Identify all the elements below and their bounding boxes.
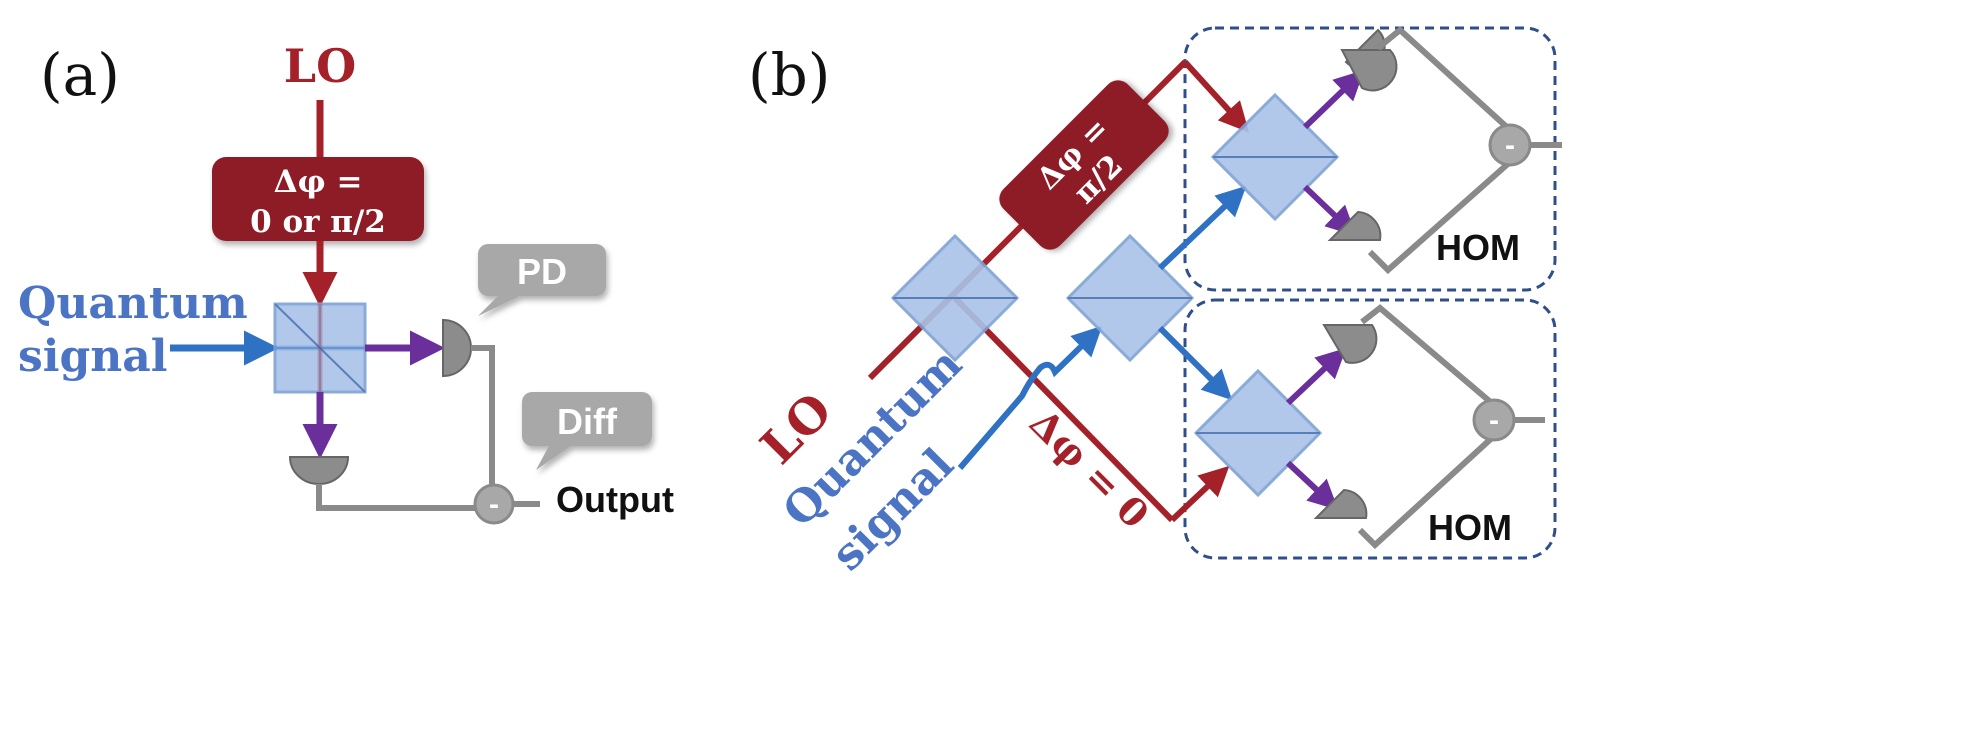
wire-bottom-a [316, 484, 475, 511]
panel-a: (a) LO Δφ = 0 or π/2 Quantum signal [18, 39, 674, 525]
diff-callout-text: Diff [557, 401, 618, 442]
lo-beam-b-down [952, 295, 1175, 523]
hom-label-bottom: HOM [1428, 507, 1512, 548]
detector-hom-bottom-2 [1313, 488, 1368, 519]
phase-shifter-box-a [212, 157, 424, 241]
hom-top-output-up [1302, 69, 1365, 130]
signal-beam-up-b [1157, 185, 1247, 271]
wire-hom-bottom [1360, 304, 1496, 408]
difference-symbol-hom-bottom: - [1489, 404, 1499, 437]
detector-bottom-a [288, 456, 350, 485]
wire-hom-top-2 [1367, 159, 1512, 275]
difference-symbol-a: - [489, 488, 499, 521]
difference-symbol-hom-top: - [1505, 129, 1515, 162]
phase-line2-a: 0 or π/2 [250, 204, 386, 240]
hom-label-top: HOM [1436, 227, 1520, 268]
signal-line2-a: signal [18, 331, 167, 382]
wire-hom-top [1376, 26, 1513, 133]
hom-bottom-output-down [1285, 460, 1339, 511]
hom-box-top [1183, 26, 1557, 292]
lo-beam-b-down2 [1169, 465, 1230, 523]
pd-callout-text: PD [517, 251, 567, 292]
lo-beam-b-top [1182, 59, 1250, 133]
difference-node-a [473, 483, 515, 525]
detector-hom-top-2 [1327, 210, 1382, 241]
beam-splitter-lo-b [890, 233, 1020, 363]
signal-beam-b [957, 325, 1103, 470]
lo-label-a: LO [284, 39, 356, 93]
panel-b: (b) Δφ = π/2 [748, 26, 1562, 581]
difference-node-hom-bottom [1472, 398, 1516, 442]
wire-hom-bottom-2 [1357, 433, 1497, 550]
beam-splitter-a [273, 302, 367, 394]
signal-line1-a: Quantum [18, 278, 248, 329]
signal-beam-down-b [1157, 325, 1233, 401]
difference-node-hom-top [1488, 123, 1532, 167]
detector-right-a [442, 318, 472, 378]
panel-b-label: (b) [748, 41, 830, 109]
wire-right-a [471, 345, 495, 502]
detector-hom-bottom-1 [1322, 324, 1378, 364]
pd-callout [478, 244, 606, 316]
panel-a-label: (a) [40, 41, 120, 109]
detector-hom-top-1b [1340, 49, 1398, 92]
phase-bottom-b: Δφ = 0 [1021, 400, 1158, 537]
phase-line1-a: Δφ = [274, 164, 363, 200]
hom-bottom-output-up [1285, 347, 1347, 406]
output-label-a: Output [556, 479, 674, 520]
diff-callout [522, 392, 652, 470]
hom-box-bottom [1183, 298, 1557, 560]
